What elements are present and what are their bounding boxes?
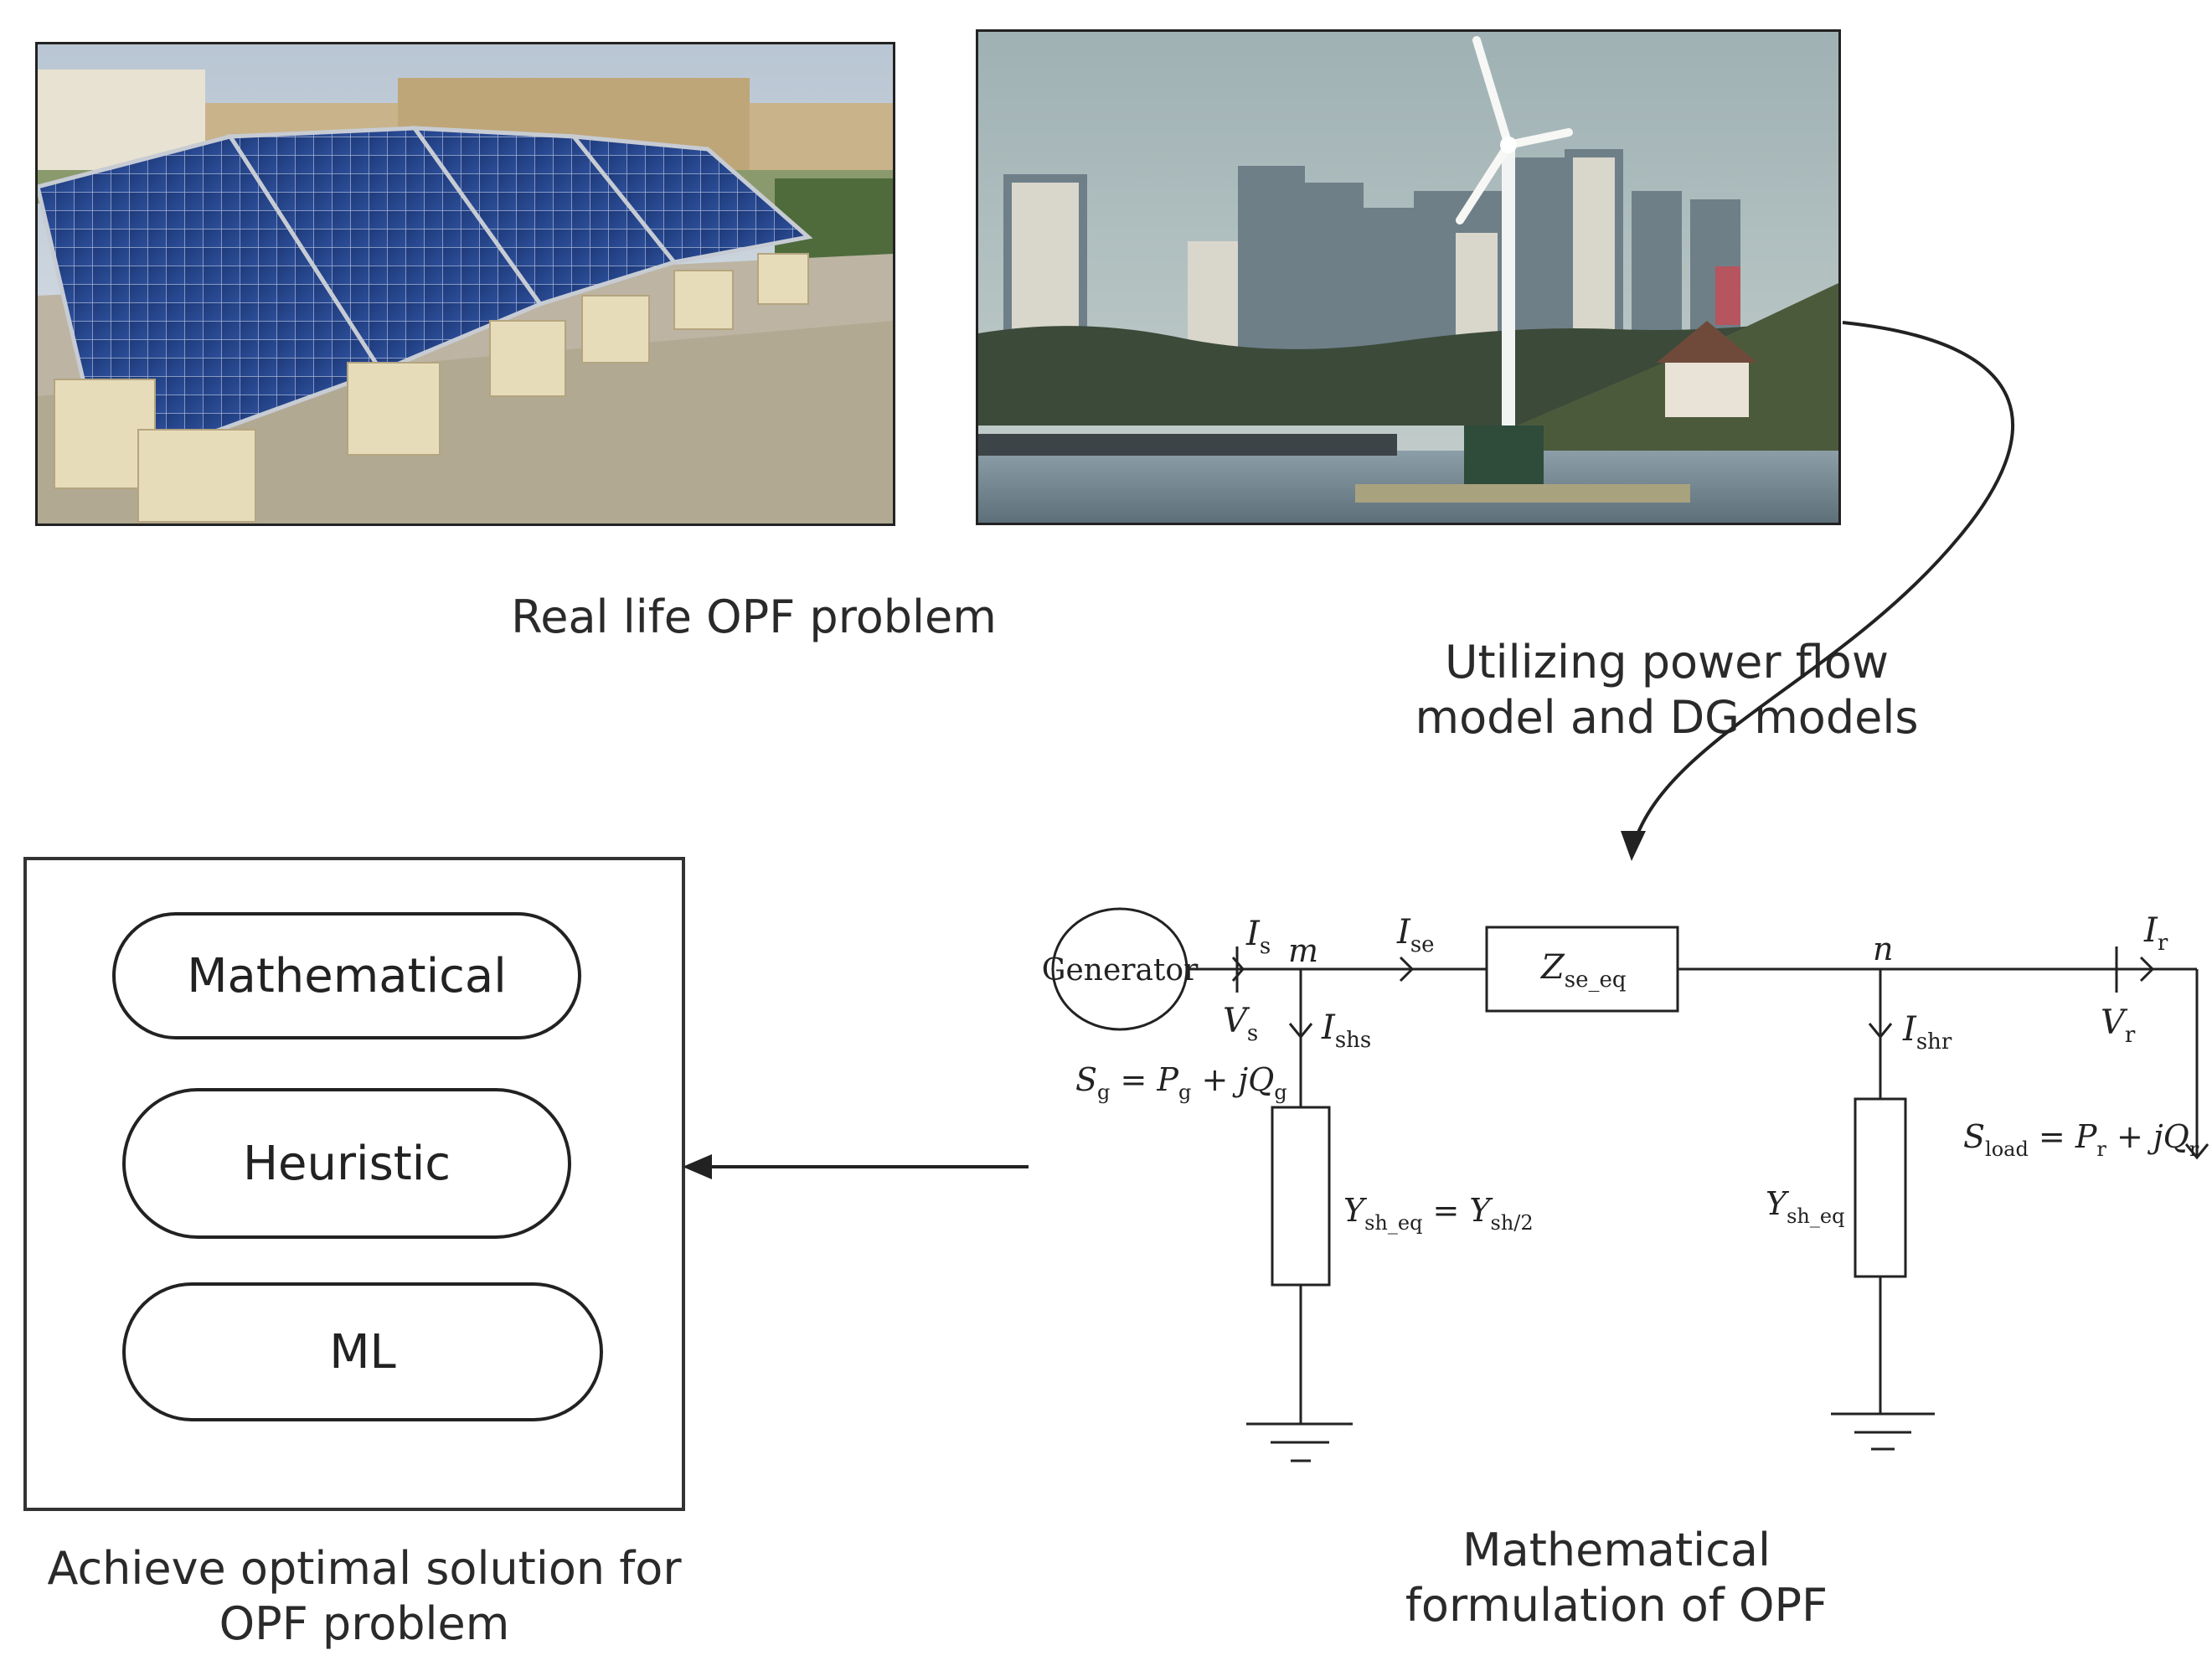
label-Is-main: I — [1245, 915, 1261, 953]
label-Is: Is — [1245, 915, 1271, 959]
arrow-to-methods-box — [683, 1154, 1029, 1179]
label-Ysh-right: Ysh_eq — [1766, 1185, 1844, 1228]
shunt-admittance-right-symbol — [1854, 1097, 1907, 1278]
label-Sload-sub2: r — [2096, 1137, 2106, 1161]
label-Sload-main: S — [1963, 1118, 1985, 1155]
label-Zse-sub: se_eq — [1565, 967, 1627, 993]
label-Sg-sub3: g — [1274, 1081, 1286, 1104]
label-Ysh-right-main: Y — [1766, 1185, 1790, 1222]
label-Ishs: Ishs — [1321, 1008, 1371, 1053]
ground-icon-left — [1246, 1422, 1353, 1462]
label-Zse: Zse_eq — [1539, 948, 1627, 993]
caption-utilizing: Utilizing power flow model and DG models — [1374, 635, 1960, 745]
caption-real-life: Real life OPF problem — [511, 591, 997, 643]
label-Vs-sub: s — [1247, 1021, 1258, 1046]
caption-math-formulation: Mathematical formulation of OPF — [1340, 1523, 1893, 1633]
label-Vs: Vs — [1223, 1002, 1258, 1046]
solar-panels-photo — [35, 42, 895, 526]
ground-icon-right — [1831, 1412, 1935, 1451]
method-mathematical: Mathematical — [112, 912, 581, 1039]
shunt-admittance-left-symbol — [1271, 1106, 1331, 1287]
label-Ysh-left-sub2: sh/2 — [1491, 1211, 1534, 1235]
label-Ishr: Ishr — [1902, 1010, 1952, 1055]
label-Sload-sub: load — [1985, 1137, 2029, 1161]
label-Sload: Sload = Pr + jQr — [1963, 1118, 2199, 1161]
solution-methods-box: Mathematical Heuristic ML — [23, 857, 685, 1511]
label-Ise: Ise — [1396, 913, 1435, 957]
label-Ir-sub: r — [2158, 931, 2168, 956]
caption-achieve-line2: OPF problem — [219, 1597, 510, 1650]
caption-math-line2: formulation of OPF — [1405, 1579, 1828, 1632]
wind-turbine-city-photo — [976, 29, 1841, 525]
label-Is-sub: s — [1260, 934, 1271, 959]
label-Ise-main: I — [1396, 913, 1411, 952]
caption-utilizing-line2: model and DG models — [1415, 691, 1919, 744]
caption-utilizing-line1: Utilizing power flow — [1444, 636, 1889, 689]
caption-achieve-line1: Achieve optimal solution for — [47, 1542, 682, 1595]
method-ml: ML — [122, 1282, 603, 1421]
label-Ysh-right-sub: sh_eq — [1787, 1204, 1844, 1228]
label-m: m — [1288, 932, 1318, 969]
label-Sload-sub3: r — [2189, 1137, 2199, 1161]
label-Sg: Sg = Pg + jQg — [1075, 1061, 1287, 1104]
label-Vs-main: V — [1223, 1002, 1250, 1040]
label-Sg-rest2: + jQ — [1191, 1061, 1274, 1098]
label-Ysh-left-main: Y — [1343, 1192, 1368, 1229]
label-Zse-main: Z — [1539, 948, 1565, 987]
curved-arrow-to-circuit — [1621, 321, 2015, 861]
label-Sload-rest2: + jQ — [2106, 1118, 2189, 1155]
label-Ysh-left-sub: sh_eq — [1364, 1211, 1422, 1235]
label-Ise-sub: se — [1410, 932, 1435, 957]
label-Sg-sub2: g — [1178, 1081, 1191, 1104]
label-Ysh-left-rest: = Y — [1422, 1192, 1493, 1229]
label-Ishr-main: I — [1902, 1010, 1917, 1049]
label-Ishs-main: I — [1321, 1008, 1336, 1047]
generator-label: Generator — [1042, 953, 1199, 988]
label-Ir: Ir — [2143, 911, 2168, 956]
label-Ir-main: I — [2143, 911, 2158, 950]
label-Sg-sub: g — [1097, 1081, 1110, 1104]
label-Ishr-sub: shr — [1916, 1029, 1952, 1055]
label-Vr-main: V — [2101, 1003, 2128, 1042]
method-heuristic: Heuristic — [122, 1088, 571, 1239]
label-Ysh-left: Ysh_eq = Ysh/2 — [1343, 1192, 1534, 1235]
label-Vr-sub: r — [2125, 1023, 2136, 1048]
label-Sload-rest: = P — [2029, 1118, 2098, 1155]
label-n: n — [1873, 931, 1893, 967]
label-Ishs-sub: shs — [1335, 1028, 1371, 1053]
label-Sg-rest: = P — [1110, 1061, 1179, 1098]
caption-math-line1: Mathematical — [1462, 1524, 1771, 1576]
label-Sg-main: S — [1075, 1061, 1097, 1098]
label-Vr: Vr — [2101, 1003, 2136, 1048]
caption-achieve: Achieve optimal solution for OPF problem — [17, 1541, 712, 1652]
